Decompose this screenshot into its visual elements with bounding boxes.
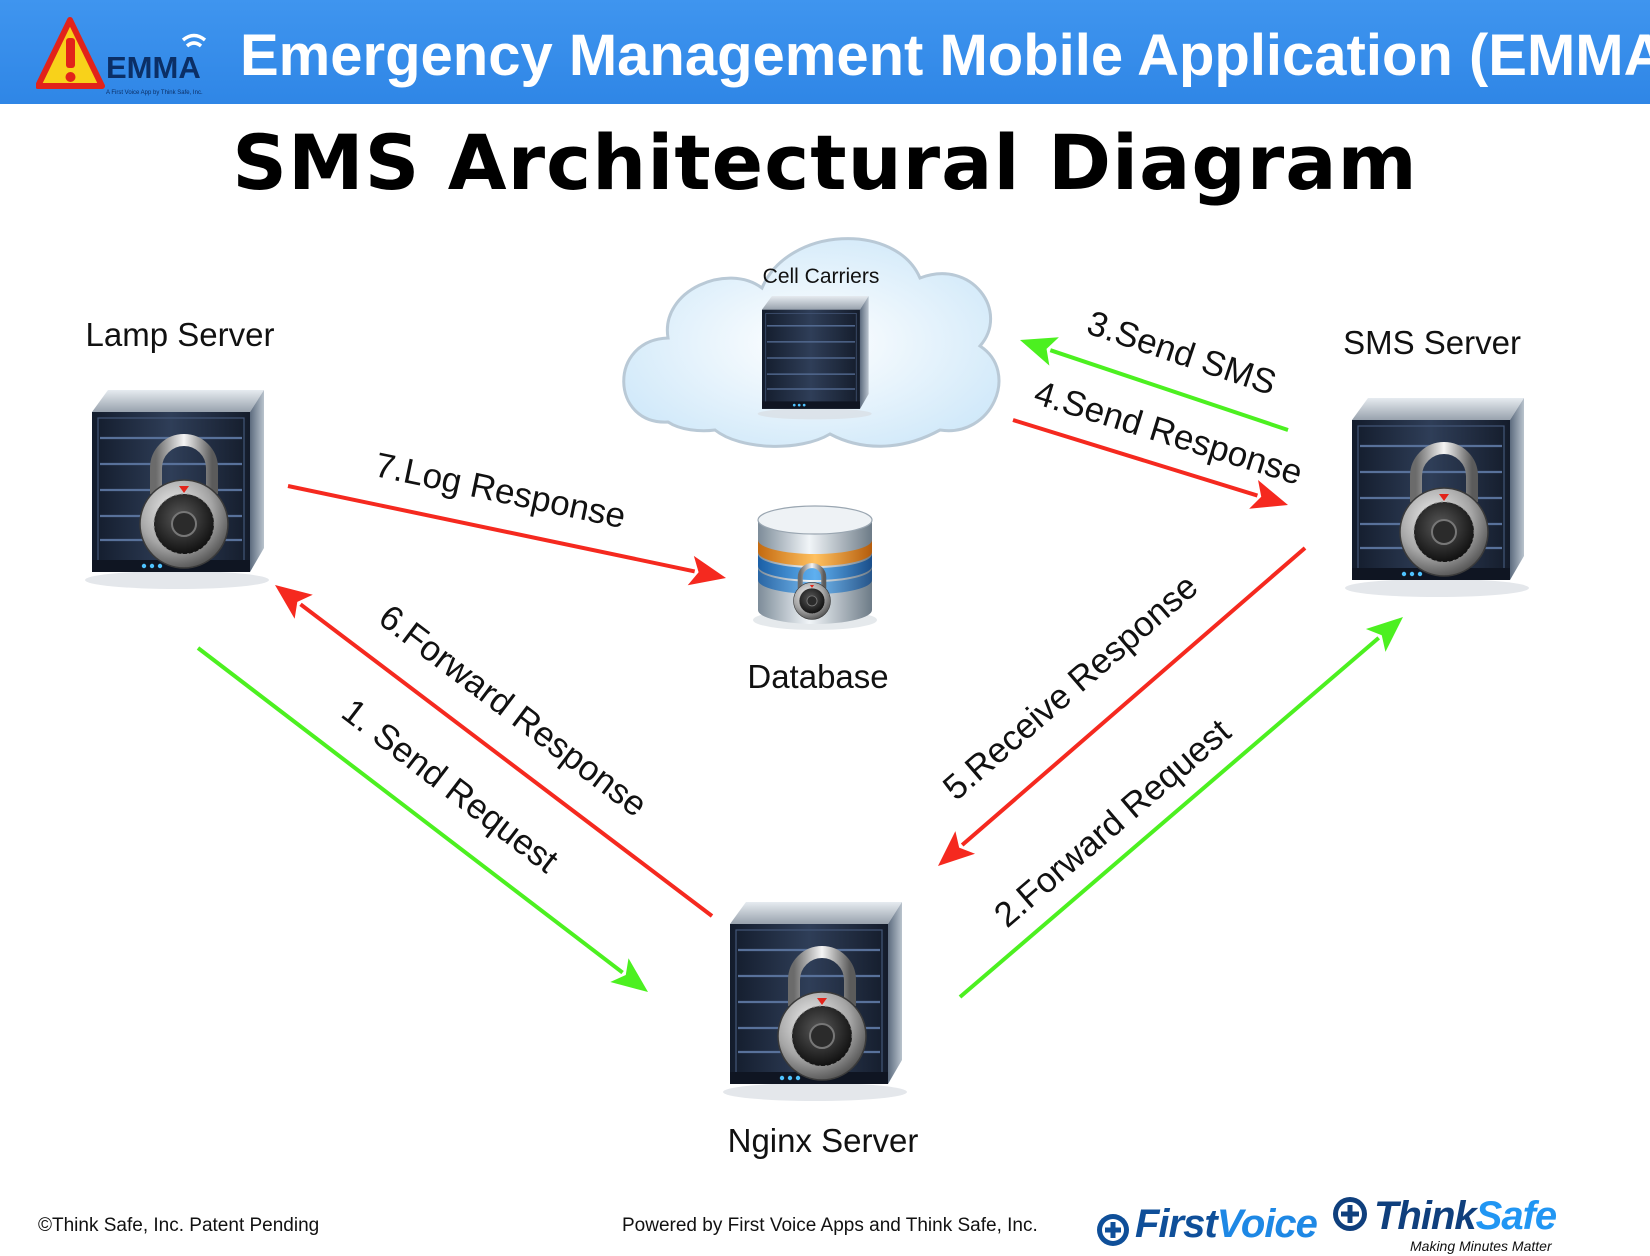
header-title: Emergency Management Mobile Application … <box>240 23 1650 88</box>
thinksafe-logo-part1: Think <box>1374 1194 1477 1238</box>
sms-server-node: SMS Server <box>1343 324 1531 599</box>
edge-5-line <box>960 546 1307 847</box>
firstvoice-logo-part2: Voice <box>1216 1202 1318 1246</box>
sms-server-icon <box>1343 396 1531 599</box>
edge-6-label: 6.Forward Response <box>372 597 655 824</box>
database-label: Database <box>747 658 888 695</box>
edge-1-arrowhead <box>610 958 648 992</box>
edge-2-line <box>958 636 1381 999</box>
locked-database-icon <box>753 505 877 630</box>
cell-carriers-label: Cell Carriers <box>763 265 880 288</box>
cloud-server-icon <box>622 237 1001 448</box>
database-node: Database <box>747 505 889 695</box>
edge-6: 6.Forward Response <box>275 585 714 918</box>
cell-carriers-node: Cell Carriers <box>622 237 1001 448</box>
thinksafe-tagline: Making Minutes Matter <box>1410 1238 1552 1254</box>
firstvoice-logo-part1: First <box>1135 1202 1218 1246</box>
lamp-server-label: Lamp Server <box>86 316 275 353</box>
thinksafe-cross-icon <box>1333 1197 1367 1231</box>
header-bar: EMMA A First Voice App by Think Safe, In… <box>0 0 1650 104</box>
edge-6-line <box>299 602 714 918</box>
edge-4-line <box>1012 418 1259 498</box>
edge-5-arrowhead <box>938 831 976 866</box>
edge-3-line <box>1049 348 1289 432</box>
edge-1-line <box>196 646 624 975</box>
edge-2: 2.Forward Request <box>958 617 1403 999</box>
footer-powered-by: Powered by First Voice Apps and Think Sa… <box>622 1215 1038 1236</box>
nginx-server-node: Nginx Server <box>721 900 919 1159</box>
svg-text:A First Voice App by Think Saf: A First Voice App by Think Safe, Inc. <box>106 90 203 96</box>
footer-copyright: ©Think Safe, Inc. Patent Pending <box>38 1215 320 1236</box>
emma-logo: EMMA A First Voice App by Think Safe, In… <box>36 17 207 96</box>
nginx-server-icon <box>721 900 909 1103</box>
edge-2-arrowhead <box>1365 617 1403 652</box>
edge-3-arrowhead <box>1020 337 1059 366</box>
edge-4-arrowhead <box>1249 480 1288 509</box>
firstvoice-cross-icon <box>1097 1214 1129 1246</box>
svg-text:EMMA: EMMA <box>106 50 201 85</box>
nginx-server-label: Nginx Server <box>728 1122 919 1159</box>
sms-server-label: SMS Server <box>1343 324 1521 361</box>
page-title: SMS Architectural Diagram <box>232 118 1418 207</box>
edge-3-label: 3.Send SMS <box>1082 303 1281 403</box>
edge-7-arrowhead <box>687 555 726 586</box>
lamp-server-node: Lamp Server <box>83 316 275 591</box>
edge-6-arrowhead <box>275 585 313 619</box>
lamp-server-icon <box>83 388 271 591</box>
edge-7-label: 7.Log Response <box>372 445 629 536</box>
thinksafe-logo-part2: Safe <box>1475 1194 1557 1238</box>
edge-7: 7.Log Response <box>287 445 726 586</box>
edge-7-line <box>287 484 696 574</box>
